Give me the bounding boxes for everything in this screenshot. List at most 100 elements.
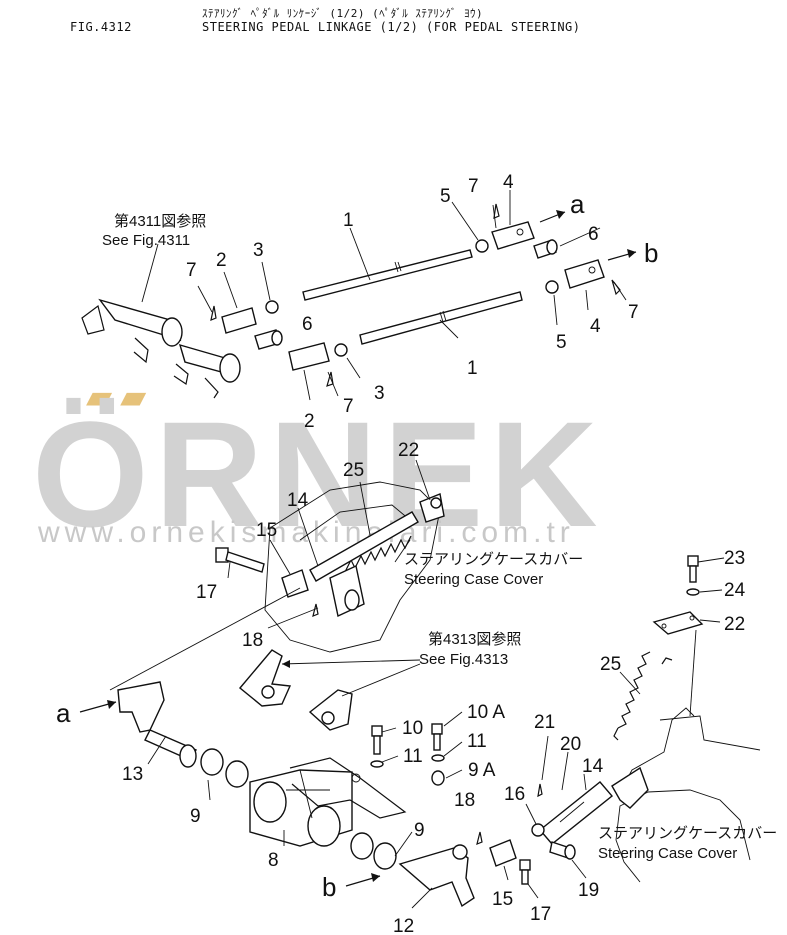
lever-4313-left: [239, 649, 292, 707]
callout-7: 7: [343, 396, 354, 417]
ref-fig4311-en: See Fig.4311: [102, 232, 190, 249]
callout-18: 18: [454, 790, 475, 811]
callout-18: 18: [242, 630, 263, 651]
part-callouts: 1 1 2 2 3 3 4 4 5 5 6 6 7 7 7 7 8 9 9 9 …: [122, 172, 746, 935]
callout-11: 11: [467, 731, 487, 752]
arrow-b-top: [607, 249, 637, 261]
pedal-13: [117, 681, 198, 768]
spring-lower: [613, 651, 673, 741]
nuts: [265, 239, 559, 357]
pedal-shaft-assembly-left: [81, 298, 241, 399]
callout-14: 14: [287, 490, 309, 511]
arrow-a-top: [539, 210, 566, 223]
leader-lines-upper: [141, 190, 627, 401]
callout-15: 15: [492, 889, 513, 910]
callout-9: 9: [190, 806, 201, 827]
callout-12: 12: [393, 916, 414, 935]
ref-fig4311-jp: 第4311図参照: [114, 212, 206, 230]
arrow-b-bottom: [345, 873, 381, 887]
arrow-label-a-top: a: [570, 189, 585, 219]
bushings-9-left: [200, 748, 249, 788]
cotter-pins: [210, 203, 621, 845]
clevis-lower-left: [288, 342, 330, 371]
arrow-label-b-bottom: b: [322, 872, 336, 902]
rod-lower: [359, 291, 523, 345]
pedal-12: [398, 844, 475, 908]
callout-10: 10: [402, 718, 423, 739]
callout-22: 22: [398, 440, 419, 461]
callout-14: 14: [582, 756, 604, 777]
bolt-10: [371, 725, 383, 755]
arrow-label-a-bottom: a: [56, 698, 71, 728]
rod-14-lower: [538, 781, 614, 845]
ref-fig4313-en: See Fig.4313: [419, 651, 508, 668]
bracket-14-lower: [611, 766, 649, 809]
pin-left: [254, 329, 283, 350]
callout-23: 23: [724, 548, 745, 569]
spacer-9A: [431, 770, 445, 786]
callout-6: 6: [588, 224, 599, 245]
callout-22: 22: [724, 614, 745, 635]
bolt-17-lower: [519, 859, 531, 885]
bracket-cylinder-upper: [329, 564, 365, 618]
callout-3: 3: [374, 383, 385, 404]
leader-lines-4313: [281, 659, 421, 697]
callout-1: 1: [467, 358, 478, 379]
bracket-8: [249, 769, 353, 847]
leader-lines-lower: [147, 557, 725, 909]
callout-6: 6: [302, 314, 313, 335]
plate-4313: [289, 757, 407, 819]
clevis-top-left: [221, 307, 257, 334]
callout-7: 7: [186, 260, 197, 281]
bolt-23: [687, 555, 699, 583]
ref-cover-en-1: Steering Case Cover: [404, 571, 543, 588]
callout-5: 5: [556, 332, 567, 353]
callout-2: 2: [216, 250, 227, 271]
callout-9A: 9 A: [468, 760, 496, 781]
clevis-15-upper: [281, 569, 309, 598]
callout-11: 11: [403, 746, 423, 767]
callout-20: 20: [560, 734, 581, 755]
nut-16: [531, 823, 545, 837]
callout-17: 17: [530, 904, 551, 925]
callout-16: 16: [504, 784, 525, 805]
bolt-10A: [431, 723, 443, 751]
callout-19: 19: [578, 880, 599, 901]
watermark-url: www.ornekismakinalari.com.tr: [38, 516, 575, 549]
callout-7: 7: [628, 302, 639, 323]
ref-fig4313-jp: 第4313図参照: [428, 630, 521, 648]
figure-number: FIG.4312: [70, 20, 132, 34]
callout-5: 5: [440, 186, 451, 207]
arrow-a-bottom: [79, 700, 117, 713]
leader-lines-middle: [109, 459, 431, 691]
callout-15: 15: [256, 520, 277, 541]
callout-21: 21: [534, 712, 555, 733]
pin-right: [533, 239, 558, 259]
ref-cover-jp-1: ステアリングケースカバー: [404, 551, 583, 568]
bolt-17-upper: [215, 547, 265, 573]
title-japanese: ｽﾃｱﾘﾝｸﾞ ﾍﾟﾀﾞﾙ ﾘﾝｹｰｼﾞ (1/2) (ﾍﾟﾀﾞﾙ ｽﾃｱﾘﾝｸ…: [202, 7, 484, 20]
callout-17: 17: [196, 582, 217, 603]
ref-cover-jp-2: ステアリングケースカバー: [598, 825, 777, 842]
washers-11: [370, 754, 445, 768]
callout-10A: 10 A: [467, 702, 505, 723]
bracket-22-lower: [652, 611, 704, 635]
clevis-top-right: [491, 221, 535, 250]
clevis-lower-right: [564, 259, 605, 289]
callout-1: 1: [343, 210, 354, 231]
callout-13: 13: [122, 764, 143, 785]
callout-24: 24: [724, 580, 746, 601]
ref-cover-en-2: Steering Case Cover: [598, 845, 737, 862]
callout-4: 4: [590, 316, 601, 337]
bushings-9-right: [350, 832, 397, 870]
callout-3: 3: [253, 240, 264, 261]
arrow-letters: a b a b: [56, 189, 658, 902]
callout-25: 25: [343, 460, 364, 481]
callout-2: 2: [304, 411, 315, 432]
watermark-umlaut-dots: ▰▰: [86, 378, 155, 416]
lever-4313-right: [308, 689, 353, 731]
title-english: STEERING PEDAL LINKAGE (1/2) (FOR PEDAL …: [202, 20, 581, 34]
callout-7: 7: [468, 176, 479, 197]
